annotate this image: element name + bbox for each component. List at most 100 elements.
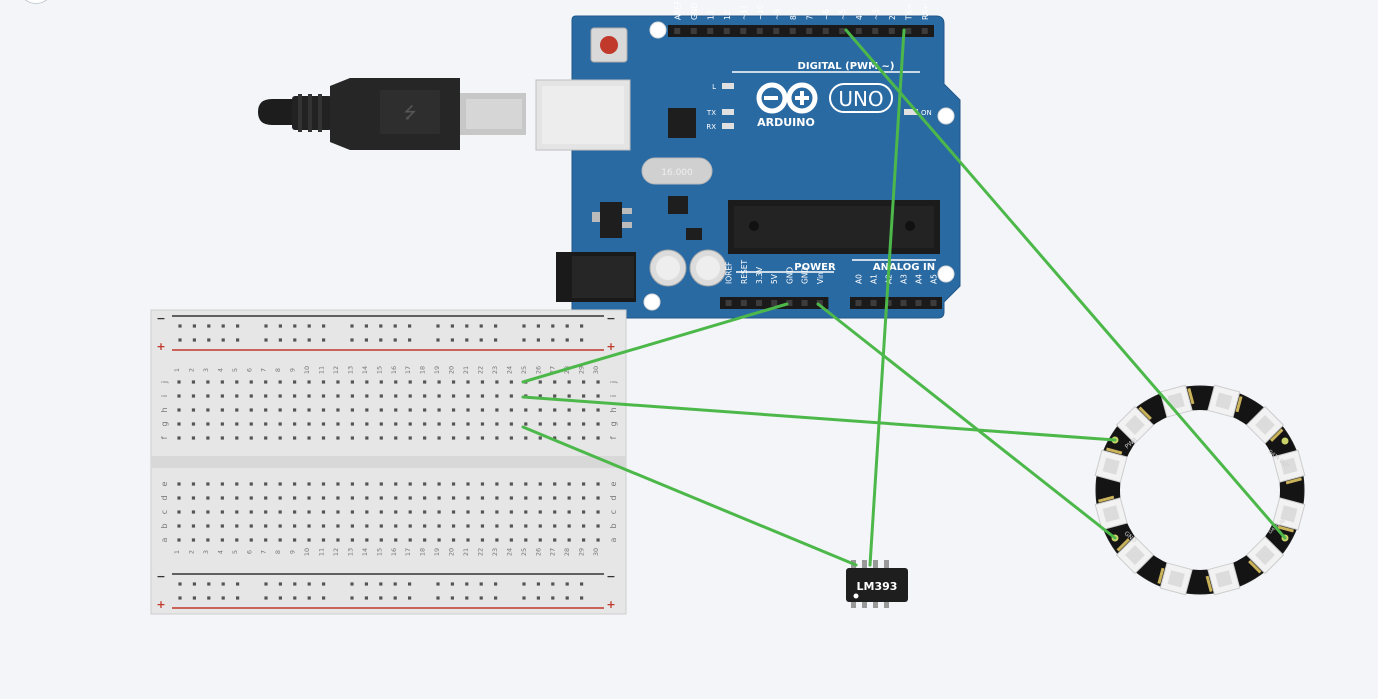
rail-hole[interactable] <box>293 596 297 600</box>
breadboard-hole[interactable] <box>307 496 311 500</box>
rail-hole[interactable] <box>350 596 354 600</box>
breadboard-hole[interactable] <box>394 436 398 440</box>
rail-hole[interactable] <box>393 596 397 600</box>
breadboard-hole[interactable] <box>480 436 485 440</box>
rail-hole[interactable] <box>565 338 569 342</box>
breadboard-hole[interactable] <box>220 496 224 500</box>
breadboard-hole[interactable] <box>596 422 600 426</box>
breadboard-hole[interactable] <box>235 394 239 398</box>
breadboard-hole[interactable] <box>451 482 456 486</box>
rail-hole[interactable] <box>178 324 182 328</box>
rail-hole[interactable] <box>221 596 225 600</box>
breadboard-hole[interactable] <box>408 538 412 542</box>
breadboard-hole[interactable] <box>278 394 282 398</box>
breadboard-hole[interactable] <box>379 408 383 412</box>
breadboard-hole[interactable] <box>293 394 297 398</box>
breadboard-hole[interactable] <box>249 408 253 412</box>
breadboard-hole[interactable] <box>191 538 196 542</box>
breadboard-hole[interactable] <box>235 422 239 426</box>
rail-hole[interactable] <box>278 324 282 328</box>
breadboard-hole[interactable] <box>553 422 557 426</box>
breadboard-hole[interactable] <box>423 380 427 384</box>
rail-hole[interactable] <box>522 582 526 586</box>
breadboard-hole[interactable] <box>466 436 470 440</box>
breadboard-hole[interactable] <box>336 380 340 384</box>
breadboard-hole[interactable] <box>235 538 239 542</box>
breadboard-hole[interactable] <box>596 394 600 398</box>
rail-hole[interactable] <box>178 582 182 586</box>
rail-hole[interactable] <box>465 338 469 342</box>
rail-hole[interactable] <box>293 324 297 328</box>
digital-header-pin[interactable] <box>723 28 730 34</box>
breadboard-hole[interactable] <box>408 394 412 398</box>
breadboard-hole[interactable] <box>596 510 600 514</box>
rail-hole[interactable] <box>465 324 469 328</box>
breadboard-hole[interactable] <box>480 496 485 500</box>
breadboard-hole[interactable] <box>596 538 600 542</box>
breadboard-hole[interactable] <box>336 422 340 426</box>
digital-header-pin[interactable] <box>789 28 796 34</box>
breadboard-hole[interactable] <box>206 380 210 384</box>
breadboard-hole[interactable] <box>394 496 398 500</box>
rail-hole[interactable] <box>494 324 498 328</box>
breadboard-hole[interactable] <box>509 538 513 542</box>
breadboard-hole[interactable] <box>278 408 282 412</box>
breadboard-hole[interactable] <box>394 408 398 412</box>
analog-header-pin[interactable] <box>915 300 922 306</box>
breadboard-hole[interactable] <box>466 394 470 398</box>
breadboard-hole[interactable] <box>379 394 383 398</box>
breadboard-hole[interactable] <box>538 436 542 440</box>
analog-header-pin[interactable] <box>885 300 892 306</box>
breadboard-hole[interactable] <box>191 380 196 384</box>
breadboard-hole[interactable] <box>379 436 383 440</box>
breadboard-hole[interactable] <box>177 422 181 426</box>
breadboard-hole[interactable] <box>567 380 571 384</box>
rail-hole[interactable] <box>565 596 569 600</box>
rail-hole[interactable] <box>178 338 182 342</box>
rail-hole[interactable] <box>479 324 483 328</box>
rail-hole[interactable] <box>192 582 196 586</box>
breadboard-hole[interactable] <box>538 482 542 486</box>
breadboard-hole[interactable] <box>235 482 239 486</box>
breadboard-hole[interactable] <box>524 482 528 486</box>
breadboard-hole[interactable] <box>321 436 326 440</box>
breadboard-hole[interactable] <box>264 394 268 398</box>
rail-hole[interactable] <box>436 596 440 600</box>
breadboard-hole[interactable] <box>293 408 297 412</box>
breadboard-hole[interactable] <box>307 510 311 514</box>
ring-data-out-pad[interactable] <box>1281 437 1289 445</box>
breadboard-hole[interactable] <box>336 524 340 528</box>
breadboard-hole[interactable] <box>495 510 499 514</box>
rail-hole[interactable] <box>408 338 412 342</box>
neopixel-led[interactable] <box>1207 384 1244 418</box>
breadboard-hole[interactable] <box>582 380 586 384</box>
digital-header-pin[interactable] <box>872 28 879 34</box>
breadboard-hole[interactable] <box>394 510 398 514</box>
neopixel-led[interactable] <box>1094 494 1128 531</box>
breadboard-hole[interactable] <box>466 496 470 500</box>
rail-hole[interactable] <box>522 596 526 600</box>
breadboard-hole[interactable] <box>206 524 210 528</box>
rail-hole[interactable] <box>536 324 540 328</box>
breadboard-hole[interactable] <box>553 436 557 440</box>
breadboard-hole[interactable] <box>379 496 383 500</box>
breadboard-hole[interactable] <box>220 394 224 398</box>
breadboard-hole[interactable] <box>408 436 412 440</box>
lm393-comparator[interactable]: LM393 <box>846 560 908 608</box>
reset-button[interactable] <box>600 36 618 54</box>
breadboard-hole[interactable] <box>249 524 253 528</box>
breadboard-hole[interactable] <box>249 510 253 514</box>
breadboard-hole[interactable] <box>278 422 282 426</box>
breadboard-hole[interactable] <box>264 482 268 486</box>
breadboard-hole[interactable] <box>220 538 224 542</box>
breadboard-hole[interactable] <box>293 380 297 384</box>
breadboard-hole[interactable] <box>509 422 513 426</box>
breadboard-hole[interactable] <box>206 408 210 412</box>
breadboard-hole[interactable] <box>538 524 542 528</box>
breadboard-hole[interactable] <box>220 436 224 440</box>
breadboard-hole[interactable] <box>293 510 297 514</box>
breadboard-hole[interactable] <box>582 394 586 398</box>
breadboard-hole[interactable] <box>191 394 196 398</box>
breadboard-hole[interactable] <box>278 524 282 528</box>
